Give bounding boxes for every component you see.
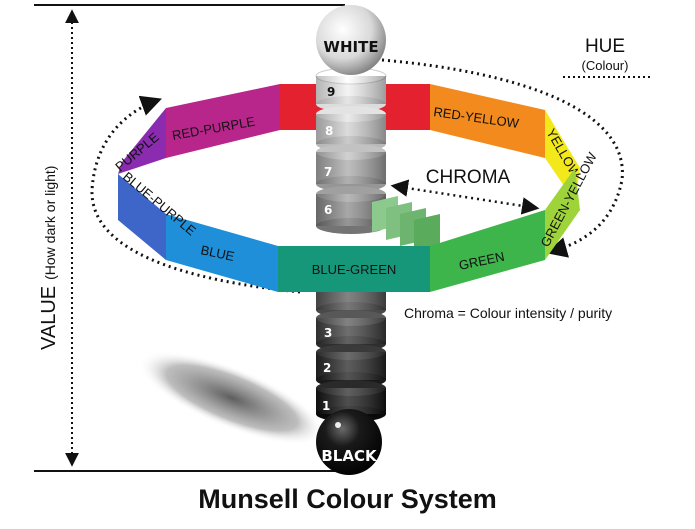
hue-band-green xyxy=(430,210,545,292)
svg-text:8: 8 xyxy=(325,124,333,138)
svg-text:1: 1 xyxy=(322,399,330,413)
label-blue-green: BLUE-GREEN xyxy=(312,262,397,277)
hue-band-blue xyxy=(166,214,278,292)
svg-text:9: 9 xyxy=(327,85,335,99)
chroma-arrow xyxy=(390,179,540,215)
chroma-label: CHROMA xyxy=(426,167,511,188)
svg-text:3: 3 xyxy=(324,326,332,340)
white-pole-ball: WHITE xyxy=(316,5,386,75)
value-axis-label: VALUE(How dark or light) xyxy=(38,166,60,350)
label-blue: BLUE xyxy=(199,242,236,264)
chroma-samples xyxy=(372,196,440,252)
hue-band-purple xyxy=(118,108,166,174)
disc-7: 7 xyxy=(316,144,386,192)
value-pole: 9 8 7 6 xyxy=(315,67,387,422)
svg-text:WHITE: WHITE xyxy=(323,38,378,56)
hue-band-green-yellow xyxy=(545,168,580,260)
hue-orbit-arrow xyxy=(381,58,624,258)
hue-sublabel: (Colour) xyxy=(582,58,629,73)
svg-text:6: 6 xyxy=(324,203,332,217)
page-title: Munsell Colour System xyxy=(198,484,497,514)
svg-text:2: 2 xyxy=(323,361,331,375)
pole-shadow xyxy=(138,351,326,445)
hue-orbit-arrow-left xyxy=(90,95,301,294)
hue-band-red-yellow xyxy=(430,84,545,158)
hue-band-blue-green xyxy=(278,246,430,292)
svg-text:7: 7 xyxy=(324,165,332,179)
black-pole-ball: BLACK xyxy=(316,409,382,475)
hue-band-blue-purple xyxy=(118,174,166,260)
hue-label: HUE xyxy=(585,36,625,57)
disc-9: 9 xyxy=(315,67,387,112)
svg-text:BLACK: BLACK xyxy=(321,447,378,465)
chroma-definition: Chroma = Colour intensity / purity xyxy=(404,305,612,321)
hue-band-red-purple xyxy=(166,84,280,158)
